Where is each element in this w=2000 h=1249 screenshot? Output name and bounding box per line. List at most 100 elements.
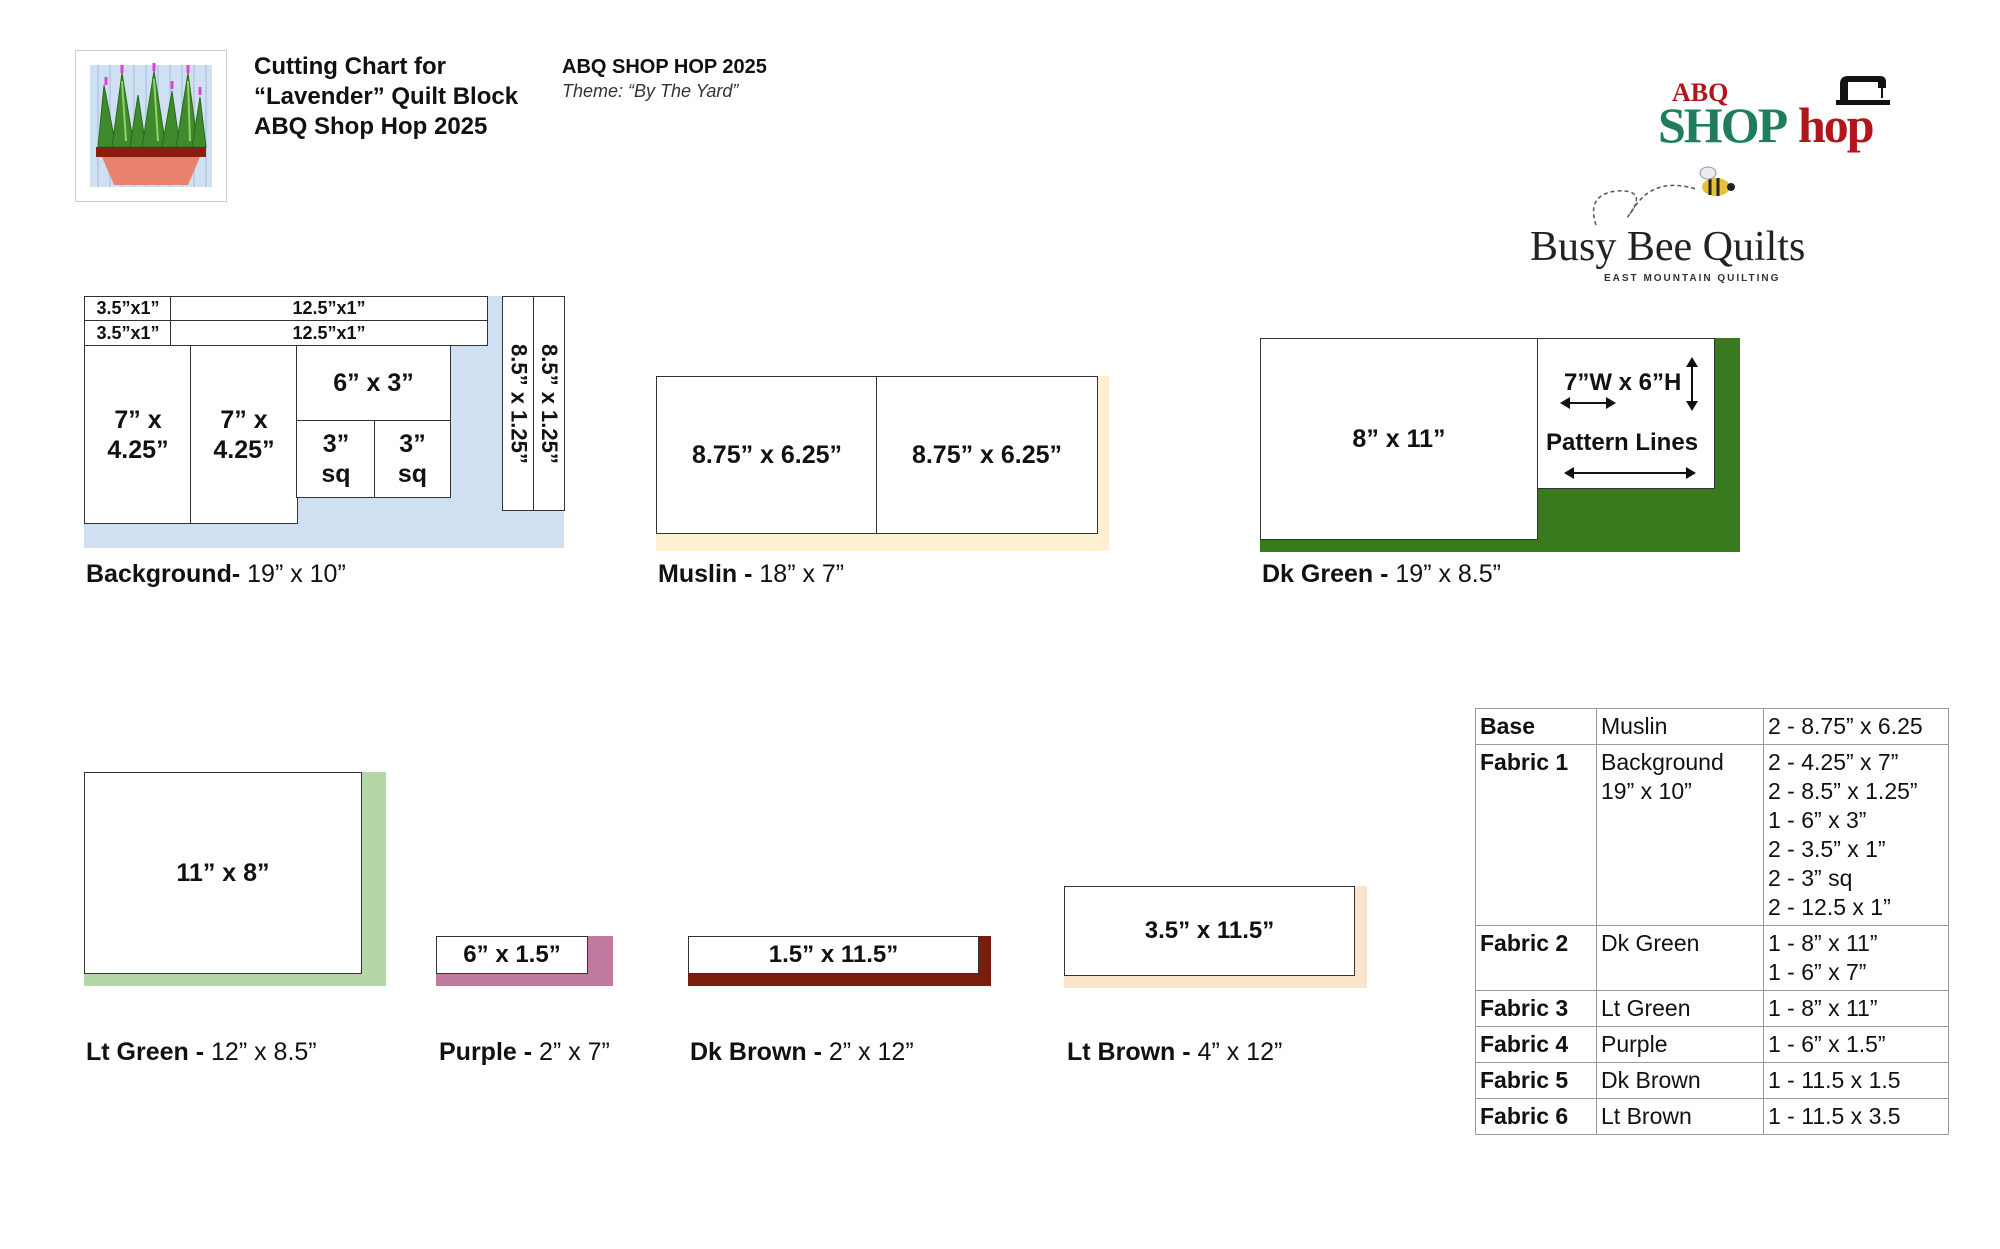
cell-line: 2 - 3.5” x 1” <box>1768 836 1886 862</box>
fabric-label: Lt Green - 12” x 8.5” <box>86 1038 317 1067</box>
cut-size-line: 7” x <box>114 405 162 434</box>
cut-strip: 1.5” x 11.5” <box>688 936 979 974</box>
cell-line: 1 - 11.5 x 1.5 <box>1768 1067 1901 1093</box>
busy-bee-tagline: EAST MOUNTAIN QUILTING <box>1604 273 1781 284</box>
table-cell-key: Fabric 4 <box>1475 1026 1597 1063</box>
cell-line: 1 - 11.5 x 3.5 <box>1768 1103 1901 1129</box>
fabric-label: Purple - 2” x 7” <box>439 1038 610 1067</box>
pattern-lines-label: Pattern Lines <box>1546 429 1699 456</box>
busy-bee-name: Busy Bee Quilts <box>1530 224 1806 270</box>
fabric-size: 19” x 8.5” <box>1388 560 1501 588</box>
cut-strip: 3.5”x1” <box>84 296 172 321</box>
lavender-block-image <box>90 63 212 187</box>
sewing-machine-icon <box>1836 76 1890 105</box>
logo-hop: hop <box>1798 97 1875 153</box>
title-line: ABQ Shop Hop 2025 <box>254 113 488 140</box>
cell-line: Purple <box>1601 1031 1668 1057</box>
cell-line: Background <box>1601 749 1724 775</box>
cutting-summary-table: Base Muslin 2 - 8.75” x 6.25 Fabric 1 Ba… <box>1475 708 1949 1135</box>
cut-size-line: 3” <box>399 430 426 458</box>
cut-size-line: 4.25” <box>107 435 169 464</box>
cut-size-line: sq <box>397 460 428 488</box>
cut-rectangle: 7” x 4.25” <box>84 345 192 524</box>
fabric-name: Purple - <box>439 1038 533 1066</box>
fabric-size: 2” x 12” <box>821 1038 914 1066</box>
shop-hop-logo: ABQ SHOP hop <box>1658 72 1908 162</box>
cut-rectangle: 8” x 11” <box>1260 338 1538 540</box>
cut-size-line: sq <box>321 460 351 488</box>
theme-text: Theme: “By The Yard” <box>562 81 739 101</box>
fabric-label: Dk Green - 19” x 8.5” <box>1262 560 1501 589</box>
table-row: Fabric 6 Lt Brown 1 - 11.5 x 3.5 <box>1475 1098 1949 1135</box>
fabric-name: Dk Green - <box>1262 560 1389 588</box>
table-row: Fabric 2 Dk Green 1 - 8” x 11” 1 - 6” x … <box>1475 925 1949 991</box>
pattern-size: 7”W x 6”H <box>1564 369 1682 396</box>
cut-size-line: 3” <box>322 430 350 458</box>
fabric-label: Muslin - 18” x 7” <box>658 560 844 589</box>
table-row: Fabric 3 Lt Green 1 - 8” x 11” <box>1475 990 1949 1027</box>
block-thumbnail <box>75 50 227 202</box>
table-cell-key: Fabric 5 <box>1475 1062 1597 1099</box>
table-cell-cuts: 1 - 11.5 x 3.5 <box>1763 1098 1949 1135</box>
event-name: ABQ SHOP HOP 2025 <box>562 56 767 78</box>
table-cell-fabric: Dk Brown <box>1596 1062 1764 1099</box>
pattern-piece: 7”W x 6”H Pattern Lines <box>1537 338 1715 489</box>
table-row: Fabric 1 Background 19” x 10” 2 - 4.25” … <box>1475 744 1949 926</box>
bee-icon <box>1592 166 1735 226</box>
cell-line: Muslin <box>1601 713 1668 739</box>
table-cell-fabric: Dk Green <box>1596 925 1764 991</box>
fabric-label: Dk Brown - 2” x 12” <box>690 1038 914 1067</box>
table-cell-cuts: 2 - 4.25” x 7” 2 - 8.5” x 1.25” 1 - 6” x… <box>1763 744 1949 926</box>
cut-rectangle: 7” x 4.25” <box>190 345 298 524</box>
table-cell-fabric: Purple <box>1596 1026 1764 1063</box>
cell-line: Lt Green <box>1601 995 1691 1021</box>
table-cell-fabric: Background 19” x 10” <box>1596 744 1764 926</box>
fabric-label: Lt Brown - 4” x 12” <box>1067 1038 1282 1067</box>
table-row: Fabric 5 Dk Brown 1 - 11.5 x 1.5 <box>1475 1062 1949 1099</box>
cut-strip: 3.5”x1” <box>84 320 172 346</box>
table-cell-key: Base <box>1475 708 1597 745</box>
cut-strip-vertical: 8.5” x 1.25” <box>533 296 565 511</box>
table-cell-cuts: 1 - 11.5 x 1.5 <box>1763 1062 1949 1099</box>
cell-line: Dk Green <box>1601 930 1700 956</box>
table-cell-key: Fabric 6 <box>1475 1098 1597 1135</box>
fabric-name: Dk Brown - <box>690 1038 822 1066</box>
cut-rectangle: 6” x 3” <box>296 345 451 422</box>
cell-line: 19” x 10” <box>1601 778 1692 804</box>
table-cell-key: Fabric 1 <box>1475 744 1597 926</box>
table-cell-cuts: 1 - 8” x 11” 1 - 6” x 7” <box>1763 925 1949 991</box>
cut-square: 3” sq <box>296 420 376 498</box>
cut-square: 3” sq <box>374 420 451 498</box>
fabric-size: 19” x 10” <box>240 560 346 588</box>
double-arrow-vertical-icon <box>1686 357 1698 411</box>
cut-size-line: 7” x <box>220 405 268 434</box>
fabric-size: 12” x 8.5” <box>204 1038 317 1066</box>
cut-rectangle: 8.75” x 6.25” <box>876 376 1098 534</box>
cell-line: 2 - 8.75” x 6.25 <box>1768 713 1923 739</box>
fabric-name: Lt Brown - <box>1067 1038 1191 1066</box>
fabric-label: Background- 19” x 10” <box>86 560 346 589</box>
fabric-name: Muslin - <box>658 560 753 588</box>
fabric-name: Background- <box>86 560 241 588</box>
cell-line: 1 - 8” x 11” <box>1768 995 1878 1021</box>
page-title: Cutting Chart for “Lavender” Quilt Block… <box>254 52 518 142</box>
cell-line: Dk Brown <box>1601 1067 1701 1093</box>
cell-line: Lt Brown <box>1601 1103 1692 1129</box>
fabric-size: 4” x 12” <box>1190 1038 1283 1066</box>
title-line: Cutting Chart for <box>254 53 446 80</box>
table-cell-fabric: Lt Green <box>1596 990 1764 1027</box>
table-row: Fabric 4 Purple 1 - 6” x 1.5” <box>1475 1026 1949 1063</box>
cut-size-line: 4.25” <box>213 435 275 464</box>
table-row: Base Muslin 2 - 8.75” x 6.25 <box>1475 708 1949 745</box>
cut-strip: 12.5”x1” <box>170 320 488 346</box>
cell-line: 2 - 4.25” x 7” <box>1768 749 1899 775</box>
table-cell-cuts: 2 - 8.75” x 6.25 <box>1763 708 1949 745</box>
table-cell-fabric: Lt Brown <box>1596 1098 1764 1135</box>
fabric-name: Lt Green - <box>86 1038 205 1066</box>
table-cell-key: Fabric 2 <box>1475 925 1597 991</box>
busy-bee-logo: Busy Bee Quilts EAST MOUNTAIN QUILTING <box>1530 165 1850 285</box>
cut-strip: 12.5”x1” <box>170 296 488 321</box>
cell-line: 2 - 3” sq <box>1768 865 1853 891</box>
table-cell-key: Fabric 3 <box>1475 990 1597 1027</box>
title-line: “Lavender” Quilt Block <box>254 83 519 110</box>
